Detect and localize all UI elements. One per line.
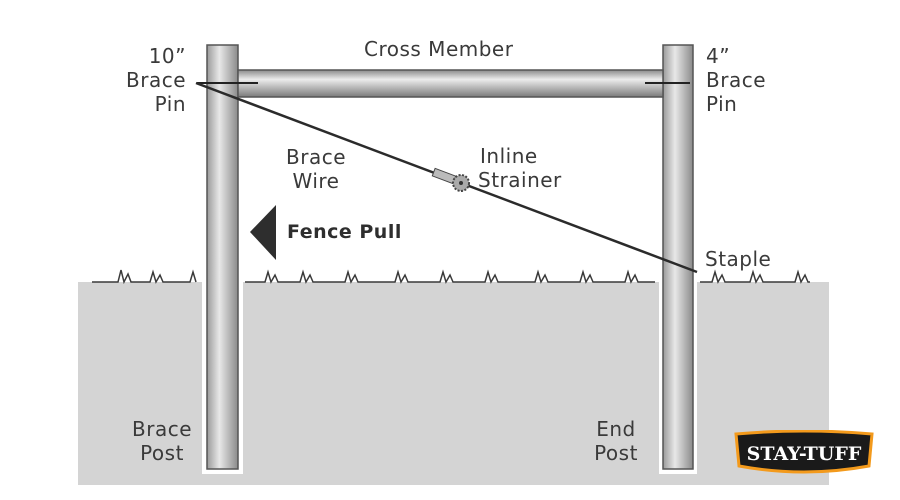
brace-wire-label: Brace Wire [278, 145, 354, 193]
label-line: Brace [126, 68, 186, 92]
label-line: Pin [706, 92, 738, 116]
label-line: Inline [480, 144, 538, 168]
label-line: Brace [286, 145, 346, 169]
label-line: Post [140, 441, 184, 465]
grass-line [92, 269, 810, 285]
brace-post-label: Brace Post [122, 417, 202, 465]
label-line: Post [594, 441, 638, 465]
inline-strainer-label: Inline Strainer [478, 144, 562, 192]
fence-pull-arrow [250, 205, 276, 260]
label-line: 10” [148, 44, 186, 68]
label-line: End [596, 417, 636, 441]
staple-label: Staple [705, 247, 772, 271]
fence-pull-label: Fence Pull [287, 221, 402, 243]
cross-member [237, 69, 664, 98]
label-line: Wire [292, 169, 340, 193]
logo-text: STAY-TUFF [747, 443, 862, 465]
stay-tuff-logo: STAY-TUFF [734, 430, 874, 474]
cross-member-label: Cross Member [364, 37, 514, 61]
end-post-label: End Post [578, 417, 654, 465]
right-brace-pin-label: 4” Brace Pin [706, 44, 766, 116]
left-brace-pin-label: 10” Brace Pin [110, 44, 186, 116]
label-line: 4” [706, 44, 731, 68]
label-line: Strainer [478, 168, 562, 192]
label-line: Brace [132, 417, 192, 441]
inline-strainer [431, 167, 470, 192]
label-line: Brace [706, 68, 766, 92]
label-line: Pin [154, 92, 186, 116]
